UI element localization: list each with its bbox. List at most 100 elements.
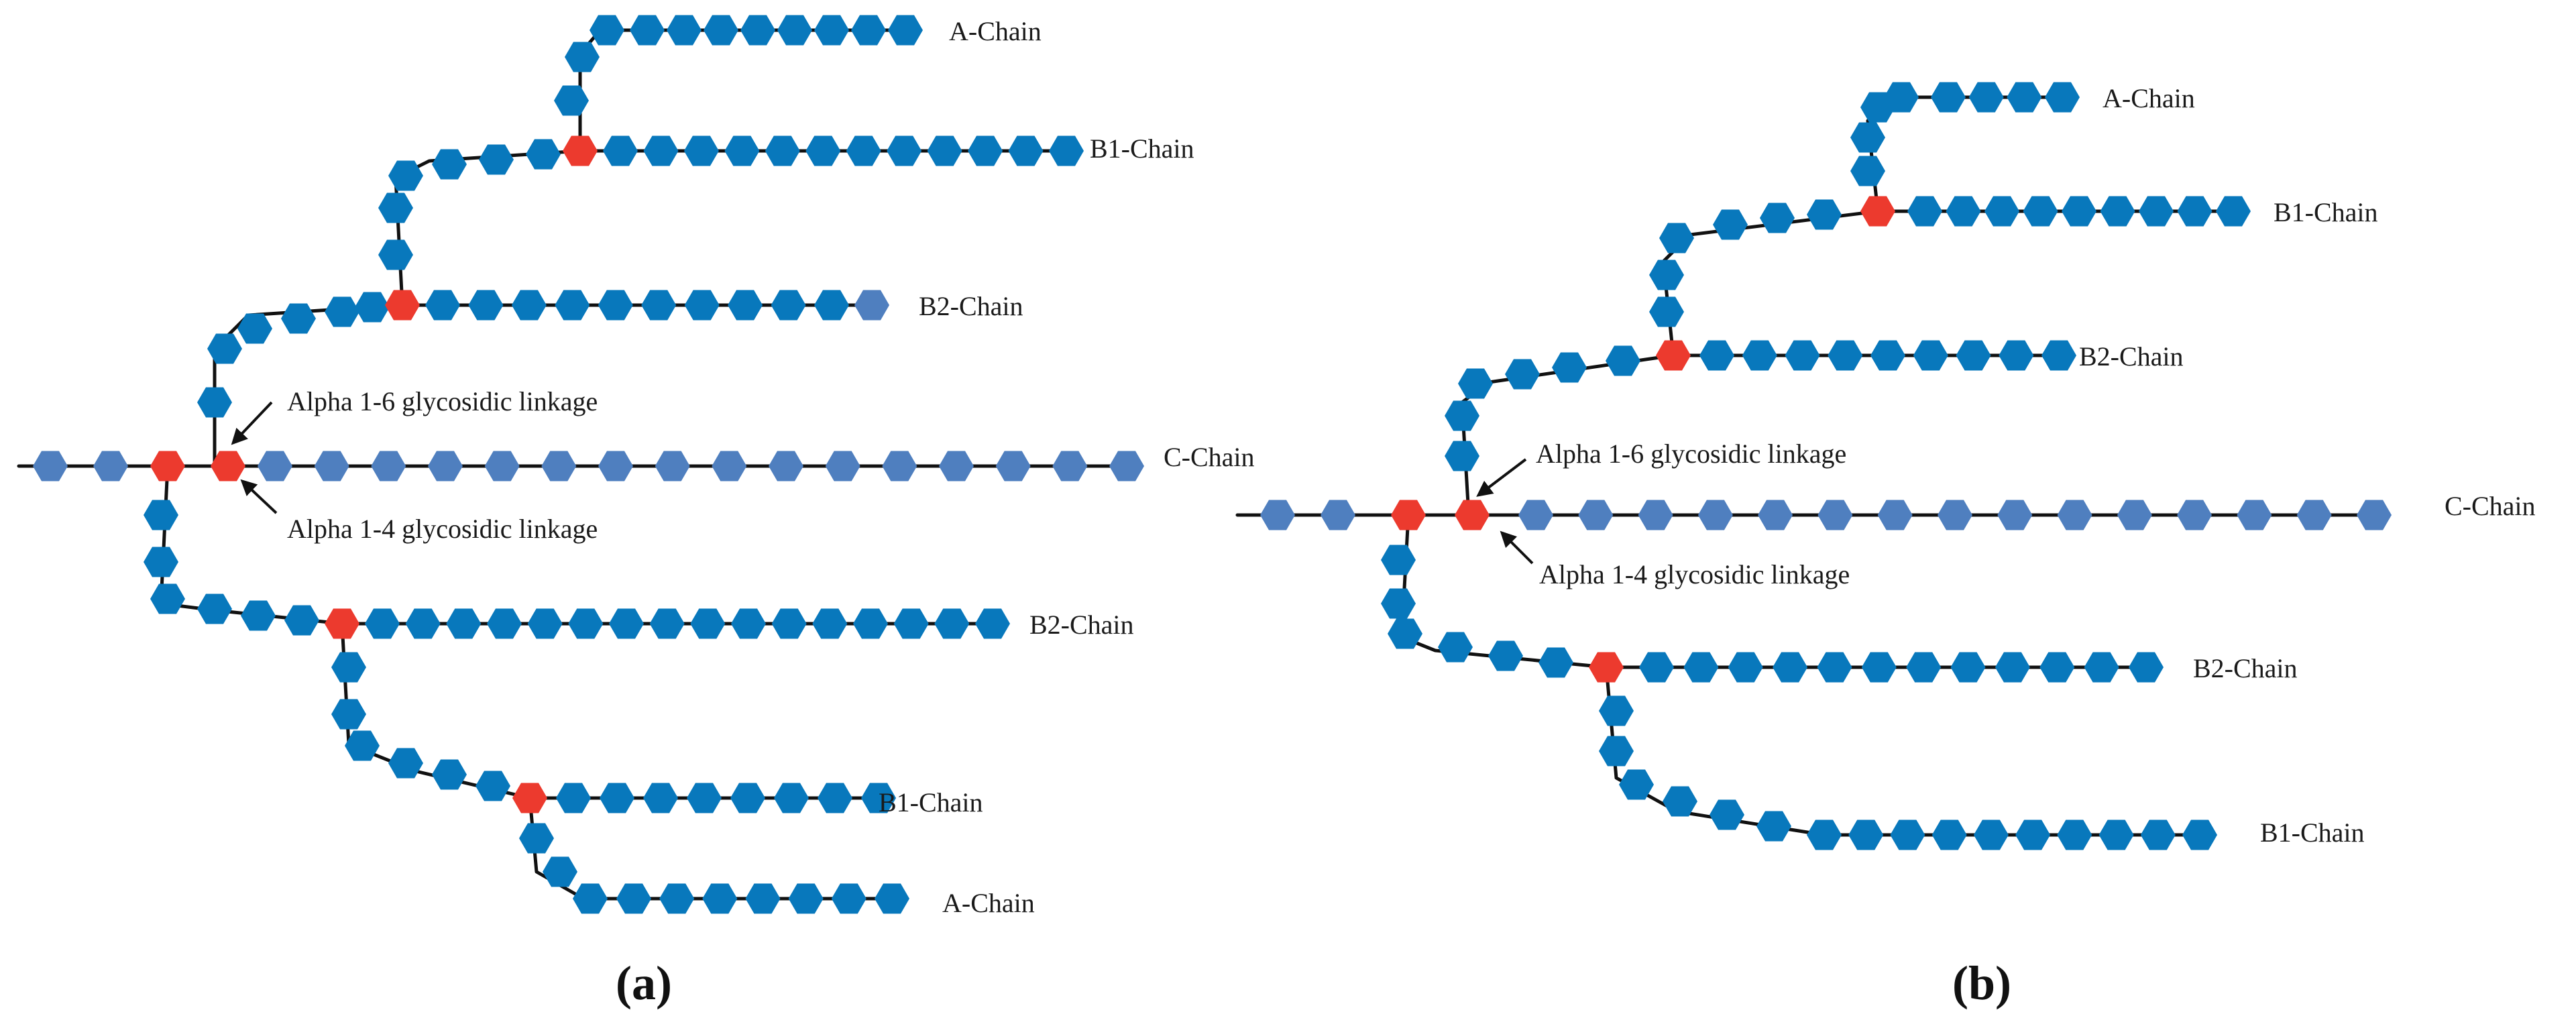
glucose-residue	[2084, 652, 2119, 683]
glucose-residue	[616, 883, 651, 914]
glucose-residue	[144, 500, 178, 530]
glucose-residue	[144, 547, 178, 577]
glucose-residue	[995, 451, 1031, 481]
glucose-residue	[2057, 819, 2092, 850]
glucose-residue	[432, 149, 467, 180]
glucose-residue	[446, 608, 482, 639]
glucose-residue	[968, 135, 1003, 166]
alpha-1-4-linkage-label: Alpha 1-4 glycosidic linkage	[287, 514, 598, 544]
glucose-residue	[927, 135, 962, 166]
panel-b-label: (b)	[1952, 956, 2011, 1010]
glucose-residue	[812, 608, 848, 639]
glucose-residue	[1931, 82, 1966, 113]
glucose-residue	[1817, 500, 1853, 530]
glucose-residue	[365, 608, 400, 639]
glucose-residue	[1488, 640, 1523, 671]
glucose-residue	[1756, 811, 1791, 842]
glucose-residue	[1997, 500, 2033, 530]
glucose-residue	[1758, 500, 1793, 530]
glucose-residue	[659, 883, 695, 914]
glucose-residue	[818, 783, 852, 813]
glucose-residue	[281, 303, 316, 334]
glucose-residue	[378, 239, 413, 270]
b1-chain-top-label: B1-Chain	[1090, 133, 1194, 164]
glucose-residue	[475, 771, 510, 801]
glucose-residue	[2177, 500, 2213, 530]
a-chain-bottom-label: A-Chain	[942, 888, 1035, 918]
glucose-residue	[428, 451, 463, 481]
glucose-residue	[687, 783, 722, 813]
panel-a: Alpha 1-6 glycosidic linkage Alpha 1-4 g…	[17, 15, 1255, 1010]
branch-point-residue	[1860, 196, 1895, 227]
glucose-residue	[1913, 340, 1948, 371]
glucose-residue	[1381, 588, 1416, 619]
glucose-residue	[1785, 340, 1820, 371]
glucose-residue	[882, 451, 917, 481]
glucose-residue	[541, 451, 577, 481]
glucose-residue	[814, 15, 849, 46]
glucose-residue	[730, 783, 765, 813]
glucose-residue	[1742, 340, 1777, 371]
alpha-1-6-linkage-arrow	[1476, 458, 1527, 497]
glucose-residue	[345, 730, 380, 761]
glucose-residue	[519, 823, 554, 854]
glucose-residue	[1995, 652, 2030, 683]
glucose-residue	[207, 333, 242, 364]
panel-a-label: (a)	[616, 956, 672, 1010]
glucose-residue	[33, 451, 68, 481]
glucose-residue	[1388, 618, 1422, 649]
glucose-residue	[2023, 196, 2058, 227]
glucose-residue	[197, 593, 232, 624]
glucose-residue	[887, 135, 922, 166]
glucose-residue	[2015, 819, 2051, 850]
glucose-residue	[1639, 652, 1674, 683]
glucose-residue	[851, 15, 886, 46]
glucose-residue	[939, 451, 974, 481]
glucose-residue	[590, 15, 624, 46]
glucose-residue	[667, 15, 702, 46]
glucose-residue	[690, 608, 726, 639]
panel-b: Alpha 1-6 glycosidic linkage Alpha 1-4 g…	[1235, 82, 2536, 1010]
glucose-residue	[1699, 340, 1734, 371]
branch-point-residue	[563, 135, 598, 166]
glucose-residue	[1884, 82, 1919, 113]
glucose-residue	[1728, 652, 1763, 683]
glucose-residue	[1578, 500, 1614, 530]
glucose-residue	[487, 608, 522, 639]
glucose-residue	[1968, 82, 2004, 113]
glucose-residue	[331, 652, 366, 683]
b1-chain-top-label: B1-Chain	[2274, 197, 2378, 227]
glucose-residue	[1973, 819, 2009, 850]
glucose-residue	[484, 451, 520, 481]
glucose-residue	[388, 160, 423, 191]
branch-point-residue	[1656, 340, 1691, 371]
alpha-1-4-linkage-label: Alpha 1-4 glycosidic linkage	[1539, 559, 1850, 589]
glucose-residue	[1931, 819, 1967, 850]
glucose-residue	[511, 290, 547, 321]
glucose-residue	[258, 451, 292, 481]
glucose-residue	[241, 600, 276, 631]
glucose-residue	[643, 783, 678, 813]
glucose-residue	[1260, 500, 1295, 530]
glucose-residue	[684, 290, 720, 321]
glucose-residue	[1807, 819, 1842, 850]
c-chain-label: C-Chain	[2445, 491, 2536, 521]
glucose-residue	[1518, 500, 1553, 530]
glucose-residue	[1659, 223, 1694, 253]
glucose-residue	[731, 608, 766, 639]
glucose-residue	[1946, 196, 1981, 227]
glucose-residue	[603, 135, 638, 166]
glucose-residue	[405, 608, 441, 639]
glucose-residue	[975, 608, 1010, 639]
glucose-residue	[1438, 632, 1473, 663]
glucose-residue	[805, 135, 841, 166]
glucose-residue	[641, 290, 677, 321]
alpha-1-6-linkage-label: Alpha 1-6 glycosidic linkage	[287, 386, 598, 416]
a-chain-top-label: A-Chain	[949, 16, 1042, 46]
glucose-residue	[526, 139, 561, 170]
glucose-residue	[1877, 500, 1913, 530]
glucose-residue	[934, 608, 970, 639]
glucose-residue	[765, 135, 800, 166]
glucose-residue	[1445, 441, 1479, 471]
glucose-residue	[702, 883, 738, 914]
